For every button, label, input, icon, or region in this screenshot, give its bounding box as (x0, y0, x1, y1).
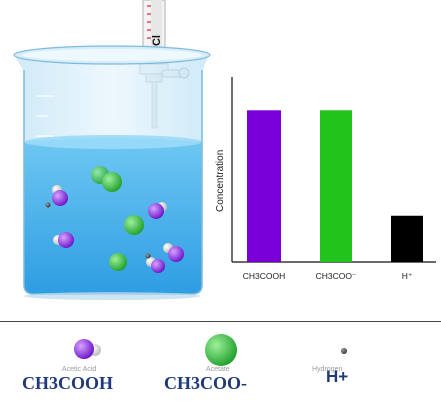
acetic-acid-molecule-icon (74, 339, 101, 359)
acetic-acid-molecule (146, 257, 165, 273)
legend-label-acetate: CH3COO- (164, 373, 247, 393)
concentration-bar-chart: Concentration CH3COOH CH3COO⁻ H⁺ (215, 77, 436, 281)
acetate-ion (124, 215, 144, 235)
acetic-acid-molecule (163, 243, 184, 262)
acetic-acid-molecule (53, 232, 74, 248)
category-tick-labels: CH3COOH CH3COO⁻ H⁺ (243, 271, 413, 281)
hydrogen-ion (145, 253, 151, 259)
solution-particles (45, 166, 184, 273)
acetic-acid-molecule (148, 202, 167, 219)
hydrogen-ion (45, 202, 51, 208)
acetate-ion (109, 253, 127, 271)
legend-faint-text-hydrogen: Hydrogen (312, 366, 343, 373)
bar-1 (320, 110, 352, 262)
bars (247, 110, 423, 262)
tick-label-1: CH3COO⁻ (316, 271, 357, 281)
acetate-ion-icon (205, 334, 237, 366)
hydrogen-ion-icon (341, 348, 347, 354)
bar-2 (391, 215, 423, 262)
legend-faint-text-acid: Acetic Acid (62, 366, 97, 373)
y-axis-label: Concentration (215, 150, 226, 212)
tick-label-0: CH3COOH (243, 271, 286, 281)
particle-legend: Acetic Acid Acetate Hydrogen CH3COOH CH3… (0, 321, 441, 406)
acetic-acid-molecule (52, 185, 68, 206)
legend-label-hydrogen-ion: H+ (326, 367, 349, 386)
legend-label-acetic-acid: CH3COOH (22, 373, 114, 393)
acetate-ion (102, 172, 122, 192)
tick-label-2: H⁺ (402, 271, 413, 281)
bar-0 (247, 110, 281, 262)
legend-faint-text-acetate: Acetate (206, 366, 230, 373)
